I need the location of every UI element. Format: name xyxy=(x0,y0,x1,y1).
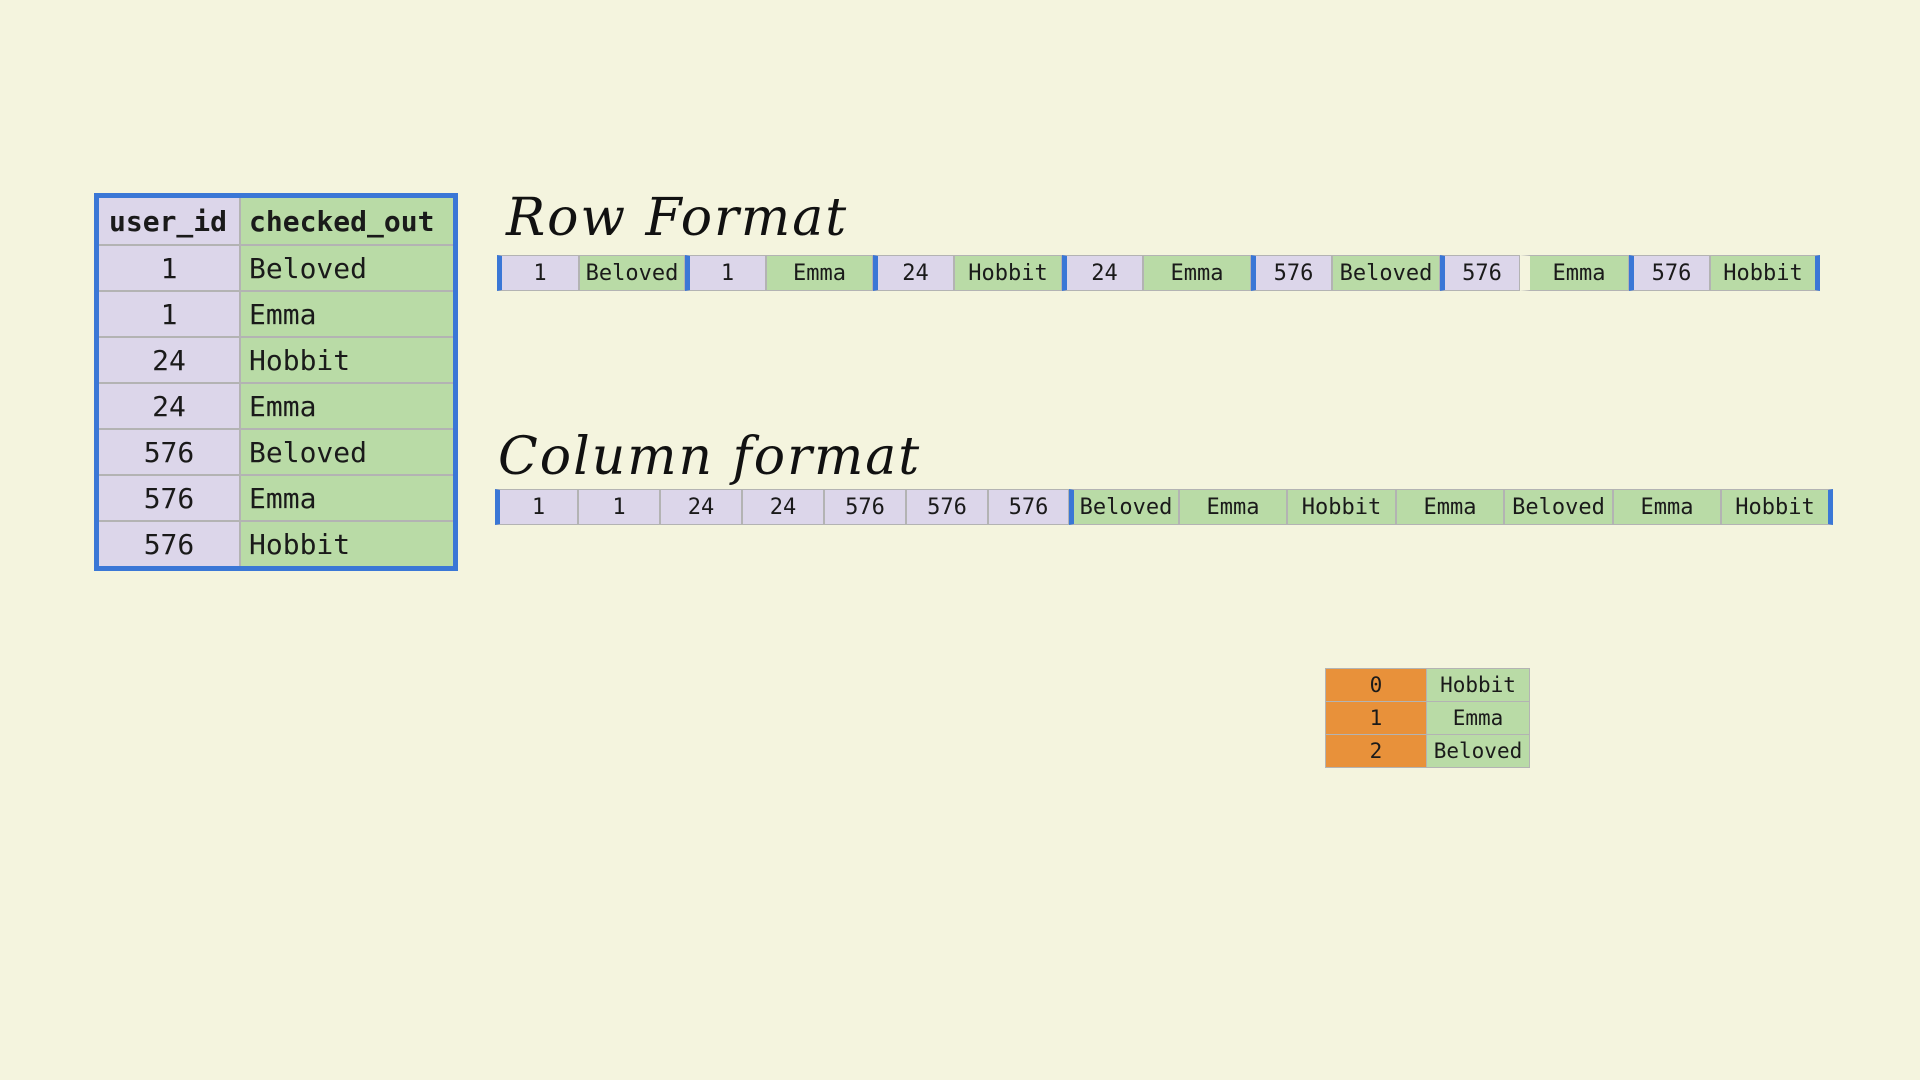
col-cell-book: Hobbit xyxy=(1287,489,1396,525)
col-cell-user-id: 1 xyxy=(578,489,660,525)
row-cell-book: Emma xyxy=(766,255,873,291)
col-cell-user-id: 1 xyxy=(495,489,578,525)
user-id-cell: 576 xyxy=(95,474,241,522)
col-cell-user-id: 24 xyxy=(742,489,824,525)
col-cell-book: Emma xyxy=(1396,489,1504,525)
column-format-title: Column format xyxy=(498,427,922,487)
row-cell-book: Hobbit xyxy=(954,255,1062,291)
checked-out-cell: Emma xyxy=(239,290,457,338)
column-format-strip: 1 1 24 24 576 576 576 Beloved Emma Hobbi… xyxy=(495,489,1833,525)
row-cell-user-id: 1 xyxy=(497,255,579,291)
row-cell-user-id: 24 xyxy=(1062,255,1143,291)
row-cell-user-id: 24 xyxy=(873,255,954,291)
col-cell-book: Beloved xyxy=(1069,489,1179,525)
user-id-cell: 1 xyxy=(95,290,241,338)
row-cell-book: Beloved xyxy=(1332,255,1440,291)
row-cell-book: Hobbit xyxy=(1710,255,1820,291)
row-cell-user-id: 576 xyxy=(1629,255,1710,291)
checked-out-cell: Hobbit xyxy=(239,336,457,384)
col-cell-book: Emma xyxy=(1179,489,1287,525)
user-id-cell: 576 xyxy=(95,520,241,570)
table-row: 576 Emma xyxy=(95,474,457,522)
header-user-id: user_id xyxy=(95,194,241,246)
table-row: 576 Hobbit xyxy=(95,520,457,570)
user-id-cell: 576 xyxy=(95,428,241,476)
dictionary-key: 0 xyxy=(1325,668,1427,702)
user-id-cell: 24 xyxy=(95,382,241,430)
checked-out-cell: Beloved xyxy=(239,428,457,476)
header-checked-out: checked_out xyxy=(239,194,457,246)
dictionary-key: 1 xyxy=(1325,701,1427,735)
dictionary-row: 1 Emma xyxy=(1325,701,1530,735)
dictionary-row: 2 Beloved xyxy=(1325,734,1530,768)
table-row: 24 Emma xyxy=(95,382,457,430)
row-cell-book: Emma xyxy=(1520,255,1629,291)
table-row: 576 Beloved xyxy=(95,428,457,476)
row-cell-user-id: 576 xyxy=(1440,255,1520,291)
checked-out-cell: Beloved xyxy=(239,244,457,292)
dictionary-value: Beloved xyxy=(1426,734,1530,768)
row-cell-user-id: 576 xyxy=(1251,255,1332,291)
col-cell-book: Beloved xyxy=(1504,489,1613,525)
checked-out-cell: Hobbit xyxy=(239,520,457,570)
row-cell-book: Beloved xyxy=(579,255,685,291)
table-header-row: user_id checked_out xyxy=(95,194,457,246)
checked-out-cell: Emma xyxy=(239,382,457,430)
dictionary-value: Hobbit xyxy=(1426,668,1530,702)
table-row: 24 Hobbit xyxy=(95,336,457,384)
row-format-title: Row Format xyxy=(506,188,849,248)
user-id-cell: 1 xyxy=(95,244,241,292)
dictionary-key: 2 xyxy=(1325,734,1427,768)
dictionary-table: 0 Hobbit 1 Emma 2 Beloved xyxy=(1325,668,1530,768)
dictionary-row: 0 Hobbit xyxy=(1325,668,1530,702)
row-cell-user-id: 1 xyxy=(685,255,766,291)
col-cell-user-id: 576 xyxy=(906,489,988,525)
table-row: 1 Beloved xyxy=(95,244,457,292)
col-cell-book: Emma xyxy=(1613,489,1721,525)
table-row: 1 Emma xyxy=(95,290,457,338)
row-cell-book: Emma xyxy=(1143,255,1251,291)
col-cell-user-id: 576 xyxy=(988,489,1069,525)
checked-out-cell: Emma xyxy=(239,474,457,522)
col-cell-book: Hobbit xyxy=(1721,489,1833,525)
checkouts-table: user_id checked_out 1 Beloved 1 Emma 24 … xyxy=(94,193,458,571)
user-id-cell: 24 xyxy=(95,336,241,384)
col-cell-user-id: 576 xyxy=(824,489,906,525)
dictionary-value: Emma xyxy=(1426,701,1530,735)
row-format-strip: 1 Beloved 1 Emma 24 Hobbit 24 Emma 576 B… xyxy=(497,255,1820,291)
col-cell-user-id: 24 xyxy=(660,489,742,525)
